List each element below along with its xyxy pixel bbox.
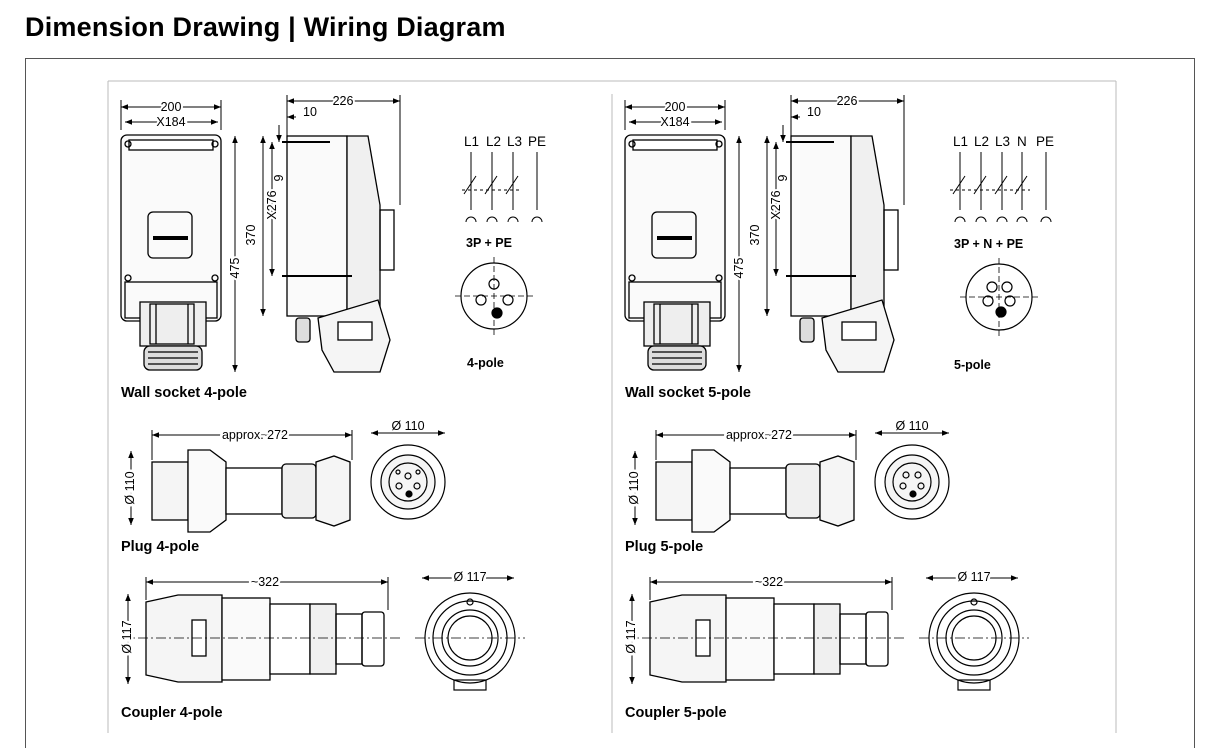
coupler-dimensions xyxy=(629,575,1018,684)
plug-side-view xyxy=(655,449,855,533)
terminal-label: L3 xyxy=(995,134,1010,149)
drawing-frame xyxy=(25,58,1195,748)
dim-label: X184 xyxy=(660,115,689,129)
plug-dimensions xyxy=(632,430,949,525)
dim-label: approx. 272 xyxy=(222,428,288,442)
wall-socket-front-view xyxy=(120,134,222,371)
plug-front-view xyxy=(370,444,446,520)
coupler-side-view xyxy=(120,594,400,683)
wiring-diagram-5-pole: L1 L2 L3 N PE 3P + N + PE xyxy=(950,134,1054,372)
wall-socket-dimension-labels: 200 X184 226 10 9 X276 370 475 xyxy=(154,92,355,280)
caption-plug: Plug 5-pole xyxy=(625,539,703,555)
dim-label: Ø 110 xyxy=(895,419,928,433)
dim-label: 200 xyxy=(665,100,686,114)
wall-socket-front-view xyxy=(624,134,726,371)
terminal-label: PE xyxy=(528,134,546,149)
dim-label: 226 xyxy=(333,94,354,108)
terminal-label: PE xyxy=(1036,134,1054,149)
dim-label: 10 xyxy=(807,105,821,119)
dim-label: 9 xyxy=(776,174,790,181)
caption-coupler: Coupler 4-pole xyxy=(121,705,223,721)
dim-label: 226 xyxy=(837,94,858,108)
dim-label: 475 xyxy=(228,258,242,279)
dim-label: 10 xyxy=(303,105,317,119)
dim-label: 9 xyxy=(272,174,286,181)
wall-socket-dimension-labels: 200 X184 226 10 9 X276 370 475 xyxy=(658,92,859,280)
socket-face-4-pole xyxy=(455,257,533,335)
panel-4-pole: 200 X184 226 10 9 X276 370 475 L1 L2 L3 … xyxy=(118,92,547,721)
dim-label: Ø 117 xyxy=(453,570,486,584)
terminal-label: L2 xyxy=(974,134,989,149)
caption-plug: Plug 4-pole xyxy=(121,539,199,555)
coupler-front-view xyxy=(415,592,525,691)
dim-label: X276 xyxy=(265,190,279,219)
dim-label: X276 xyxy=(769,190,783,219)
dim-label: ~322 xyxy=(251,575,279,589)
terminal-label: L2 xyxy=(486,134,501,149)
wall-socket-side-view xyxy=(282,135,395,373)
coupler-dimensions xyxy=(125,575,514,684)
caption-wall-socket: Wall socket 4-pole xyxy=(121,385,247,401)
dim-label: Ø 110 xyxy=(627,471,641,504)
panel-5-pole: 200 X184 226 10 9 X276 370 475 L1 L2 L3 … xyxy=(622,92,1055,721)
dimension-drawing: 200 X184 226 10 9 X276 370 475 L1 L2 L3 … xyxy=(107,80,1117,733)
pole-label: 5-pole xyxy=(954,358,991,372)
caption-wall-socket: Wall socket 5-pole xyxy=(625,385,751,401)
pole-label: 4-pole xyxy=(467,356,504,370)
dim-label: 370 xyxy=(748,225,762,246)
page-title: Dimension Drawing | Wiring Diagram xyxy=(25,12,506,42)
wall-socket-side-view xyxy=(786,135,899,373)
wiring-diagram-4-pole: L1 L2 L3 PE 3P + PE 4-pole xyxy=(455,134,546,370)
dim-label: 475 xyxy=(732,258,746,279)
wall-socket-dimensions xyxy=(120,95,401,372)
dim-label: Ø 110 xyxy=(123,471,137,504)
config-label: 3P + N + PE xyxy=(954,237,1023,251)
coupler-side-view xyxy=(624,594,904,683)
dim-label: ~322 xyxy=(755,575,783,589)
terminal-label: L1 xyxy=(464,134,479,149)
dim-label: Ø 117 xyxy=(624,620,638,653)
plug-dimensions xyxy=(128,430,445,525)
terminal-label: N xyxy=(1017,134,1027,149)
dim-label: Ø 117 xyxy=(120,620,134,653)
plug-side-view xyxy=(151,449,351,533)
dim-label: 200 xyxy=(161,100,182,114)
socket-face-5-pole xyxy=(960,258,1038,336)
config-label: 3P + PE xyxy=(466,236,512,250)
wall-socket-dimensions xyxy=(624,95,905,372)
terminal-label: L3 xyxy=(507,134,522,149)
caption-coupler: Coupler 5-pole xyxy=(625,705,727,721)
dim-label: 370 xyxy=(244,225,258,246)
terminal-label: L1 xyxy=(953,134,968,149)
dim-label: Ø 110 xyxy=(391,419,424,433)
plug-front-view xyxy=(874,444,950,520)
coupler-front-view xyxy=(919,592,1029,691)
dim-label: approx. 272 xyxy=(726,428,792,442)
dim-label: X184 xyxy=(156,115,185,129)
dim-label: Ø 117 xyxy=(957,570,990,584)
